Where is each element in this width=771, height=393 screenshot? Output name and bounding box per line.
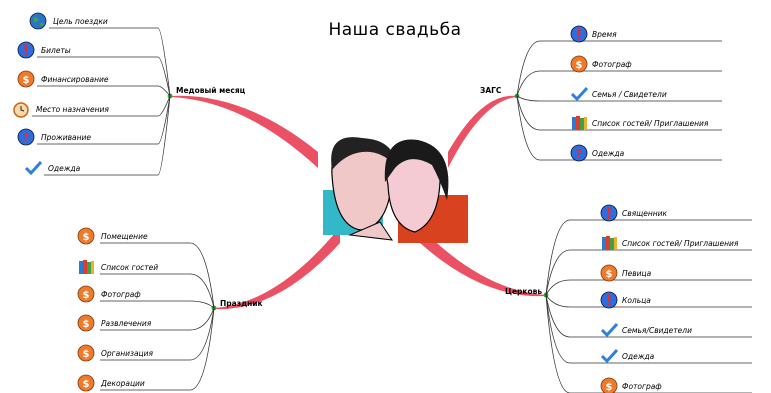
svg-text:$: $ — [83, 349, 90, 360]
alarm-clock-icon — [13, 102, 29, 118]
svg-text:$: $ — [23, 75, 30, 86]
checkmark-icon — [600, 348, 619, 364]
node-label: Время — [592, 30, 617, 39]
node-label: Финансирование — [41, 75, 109, 84]
node-label: Список гостей/ Приглашения — [592, 119, 709, 128]
branch-label: ЗАГС — [480, 86, 502, 95]
connector-line — [545, 279, 752, 296]
connector-line — [545, 294, 752, 364]
svg-text:$: $ — [83, 379, 90, 390]
dollar-icon: $ — [77, 285, 95, 303]
page-title: Наша свадьба — [328, 20, 462, 40]
connector-line — [100, 242, 215, 309]
main-branch-4 — [420, 227, 546, 297]
node-label: Фотограф — [592, 60, 632, 69]
node-label: Место назначения — [36, 105, 109, 114]
dollar-icon: $ — [77, 227, 95, 245]
checkmark-icon — [570, 86, 589, 102]
main-branch-2 — [448, 95, 517, 168]
main-branch-3 — [214, 227, 340, 310]
exclamation-icon — [17, 41, 35, 59]
svg-text:?: ? — [576, 147, 582, 160]
books-icon — [602, 236, 617, 250]
node-label: Билеты — [41, 46, 71, 55]
svg-text:$: $ — [576, 60, 583, 71]
question-icon: ? — [570, 144, 588, 162]
node-label: Одежда — [622, 352, 655, 361]
connector-line — [100, 300, 215, 309]
connector-line — [516, 70, 722, 97]
connector-line — [545, 294, 752, 308]
couple-illustration — [323, 137, 468, 243]
svg-text:$: $ — [83, 290, 90, 301]
connector-line — [100, 307, 215, 361]
node-label: Одежда — [592, 149, 625, 158]
dollar-icon: $ — [600, 377, 618, 393]
connector-line — [516, 95, 722, 131]
svg-text:?: ? — [23, 131, 29, 144]
node-label: Кольца — [622, 296, 651, 305]
connector-line — [545, 249, 752, 296]
books-icon — [79, 260, 94, 274]
node-label: Цель поездки — [53, 17, 108, 26]
connector-line — [49, 27, 171, 97]
dollar-icon: $ — [77, 374, 95, 392]
branch-label: Церковь — [505, 287, 543, 296]
connector-line — [516, 40, 722, 97]
svg-text:$: $ — [83, 232, 90, 243]
connector-line — [37, 95, 171, 145]
connector-line — [516, 95, 722, 161]
connector-line — [37, 85, 171, 97]
dollar-icon: $ — [17, 70, 35, 88]
node-label: Проживание — [41, 133, 92, 142]
exclamation-icon — [570, 25, 588, 43]
checkmark-icon — [600, 322, 619, 338]
node-label: Декорации — [101, 379, 145, 388]
node-label: Организация — [101, 349, 154, 358]
exclamation-icon — [600, 291, 618, 309]
node-label: Фотограф — [101, 290, 141, 299]
svg-text:$: $ — [606, 382, 613, 393]
connector-line — [100, 273, 215, 309]
books-icon — [572, 116, 587, 130]
connector-line — [545, 294, 752, 338]
node-label: Священник — [622, 209, 668, 218]
connector-line — [100, 307, 215, 391]
dollar-icon: $ — [77, 344, 95, 362]
checkmark-icon — [24, 160, 43, 176]
dollar-icon: $ — [77, 314, 95, 332]
exclamation-icon — [600, 204, 618, 222]
main-branch-1 — [170, 95, 318, 168]
node-label: Одежда — [48, 164, 81, 173]
node-label: Семья / Свидетели — [592, 90, 667, 99]
node-label: Певица — [622, 269, 652, 278]
dollar-icon: $ — [570, 55, 588, 73]
node-label: Список гостей — [101, 263, 159, 272]
node-label: Развлечения — [101, 319, 152, 328]
connector-line — [100, 307, 215, 331]
branch-label: Праздник — [220, 299, 263, 308]
question-icon: ? — [17, 128, 35, 146]
connector-line — [44, 95, 171, 176]
node-label: Помещение — [101, 232, 148, 241]
node-label: Фотограф — [622, 382, 662, 391]
dollar-icon: $ — [600, 264, 618, 282]
branch-label: Медовый месяц — [176, 86, 246, 95]
svg-text:$: $ — [83, 319, 90, 330]
globe-icon — [29, 12, 47, 30]
connector-line — [37, 56, 171, 97]
node-label: Список гостей/ Приглашения — [622, 239, 739, 248]
connector-line — [32, 95, 171, 117]
connector-line — [545, 219, 752, 296]
connector-line — [545, 294, 752, 393]
svg-text:$: $ — [606, 269, 613, 280]
node-label: Семья/Свидетели — [622, 326, 692, 335]
connector-line — [516, 95, 722, 102]
